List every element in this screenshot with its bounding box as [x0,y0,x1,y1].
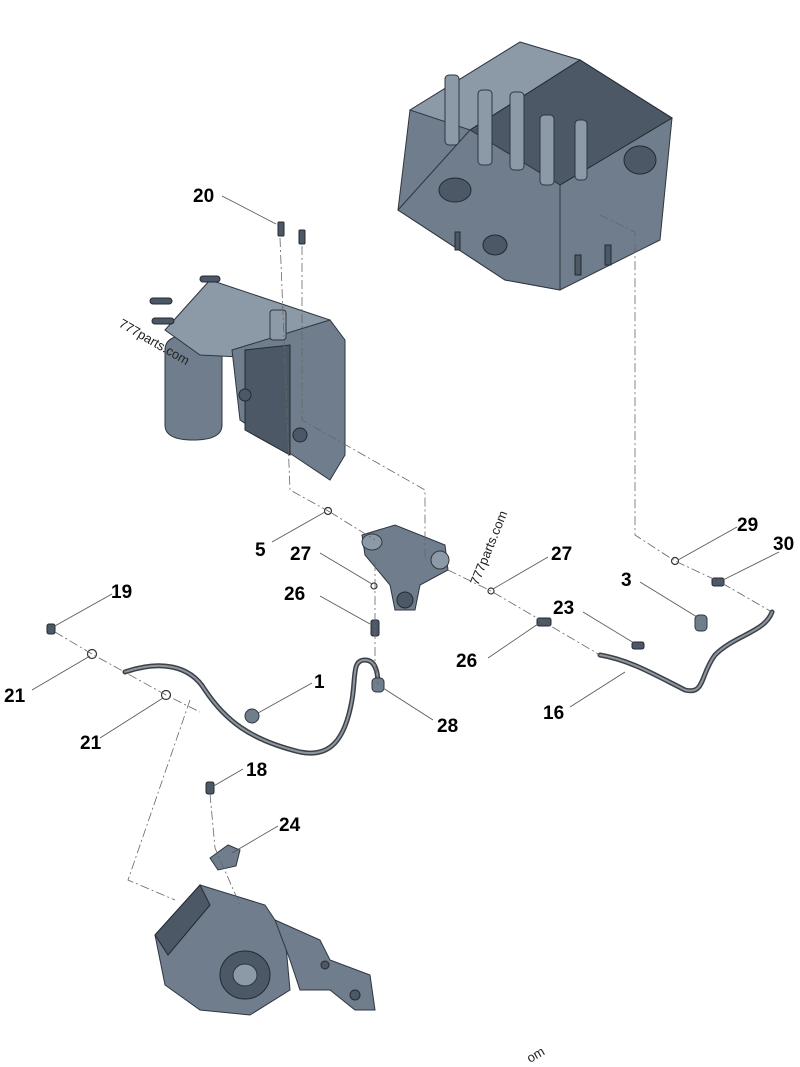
seal-ring-27a [370,582,378,590]
fuel-filter-housing [149,275,346,481]
banjo-bolt-19 [46,623,56,635]
bolt-18 [205,781,215,795]
callout-27: 27 [551,544,572,565]
callout-24: 24 [279,815,301,836]
fuel-line-16 [597,609,775,694]
seal-ring-29 [670,556,680,566]
callout-26: 26 [284,584,305,605]
callout-27: 27 [290,544,311,565]
banjo-fitting-3 [694,614,708,632]
callout-26: 26 [456,651,477,672]
callout-18: 18 [246,760,267,781]
seal-ring-21a [86,648,98,660]
callout-30: 30 [773,534,794,555]
assembly-lines [54,214,773,906]
bracket-24 [209,844,241,871]
callout-16: 16 [543,703,564,724]
callout-29: 29 [737,515,758,536]
callout-1: 1 [314,672,325,693]
fuel-line-1 [122,657,381,756]
fuel-injection-pump [154,884,376,1016]
callout-21: 21 [80,733,102,754]
cylinder-head [397,41,673,291]
callout-23: 23 [553,598,574,619]
callout-20: 20 [193,186,214,207]
watermark-bottom: om [524,1044,547,1066]
callout-21: 21 [4,686,26,707]
pipe-clip-1 [244,708,260,724]
callout-5: 5 [255,540,266,561]
callout-28: 28 [437,716,458,737]
callout-3: 3 [621,570,632,591]
watermark-center: 777parts.com [467,508,510,587]
bolt-20a [277,221,285,237]
leader-lines [31,195,780,854]
fuel-distributor-block [361,524,450,611]
bolt-20b [298,229,306,245]
callout-19: 19 [111,582,132,603]
banjo-bolt-23 [631,641,645,650]
